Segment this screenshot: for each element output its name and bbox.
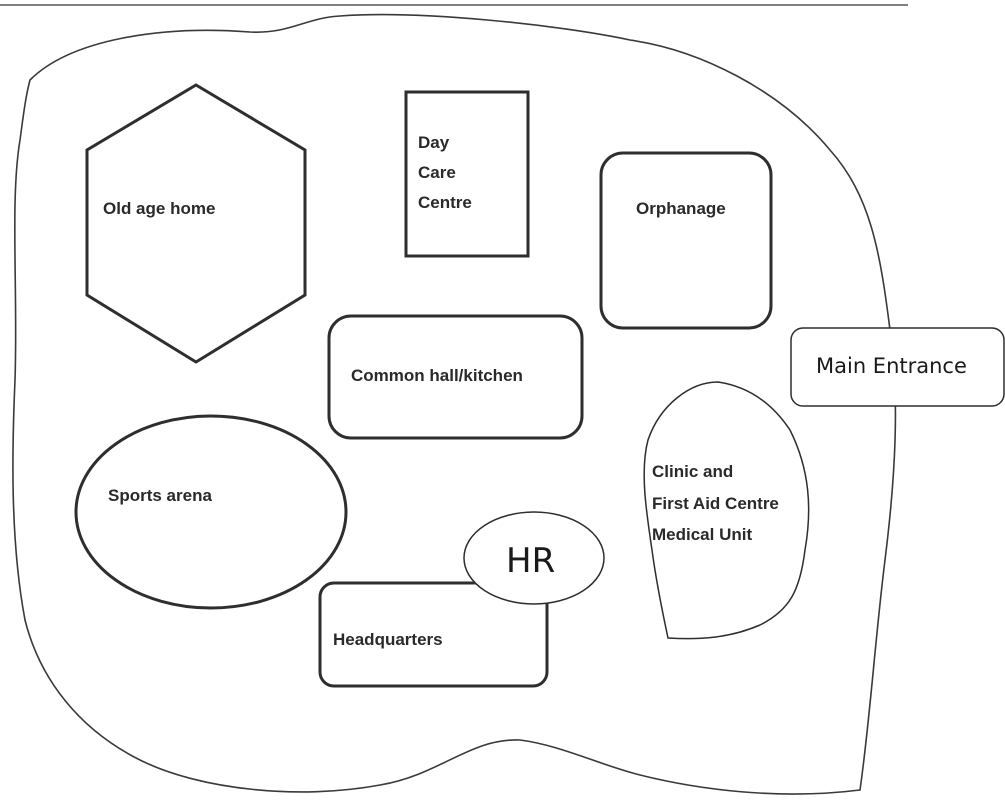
headquarters-label: Headquarters bbox=[333, 630, 443, 649]
old-age-home-building bbox=[85, 83, 307, 364]
hr-office-label: HR bbox=[506, 541, 555, 581]
main-entrance-gate bbox=[790, 327, 1005, 407]
old-age-home-label: Old age home bbox=[103, 199, 215, 218]
common-hall-kitchen-building bbox=[327, 314, 584, 440]
main-entrance-label: Main Entrance bbox=[816, 354, 967, 378]
hr-office-building bbox=[463, 511, 605, 605]
orphanage-label: Orphanage bbox=[636, 199, 726, 218]
sports-arena-building bbox=[74, 414, 348, 610]
orphanage-building bbox=[599, 151, 773, 330]
sports-arena-label: Sports arena bbox=[108, 486, 212, 505]
site-boundary bbox=[12, 13, 897, 795]
common-hall-kitchen-label: Common hall/kitchen bbox=[351, 366, 523, 385]
day-care-centre-building bbox=[404, 90, 530, 258]
clinic-building bbox=[643, 381, 810, 640]
clinic-label: Clinic and First Aid Centre Medical Unit bbox=[652, 462, 784, 544]
day-care-centre-label: Day Care Centre bbox=[418, 133, 472, 212]
headquarters-building bbox=[318, 581, 549, 688]
